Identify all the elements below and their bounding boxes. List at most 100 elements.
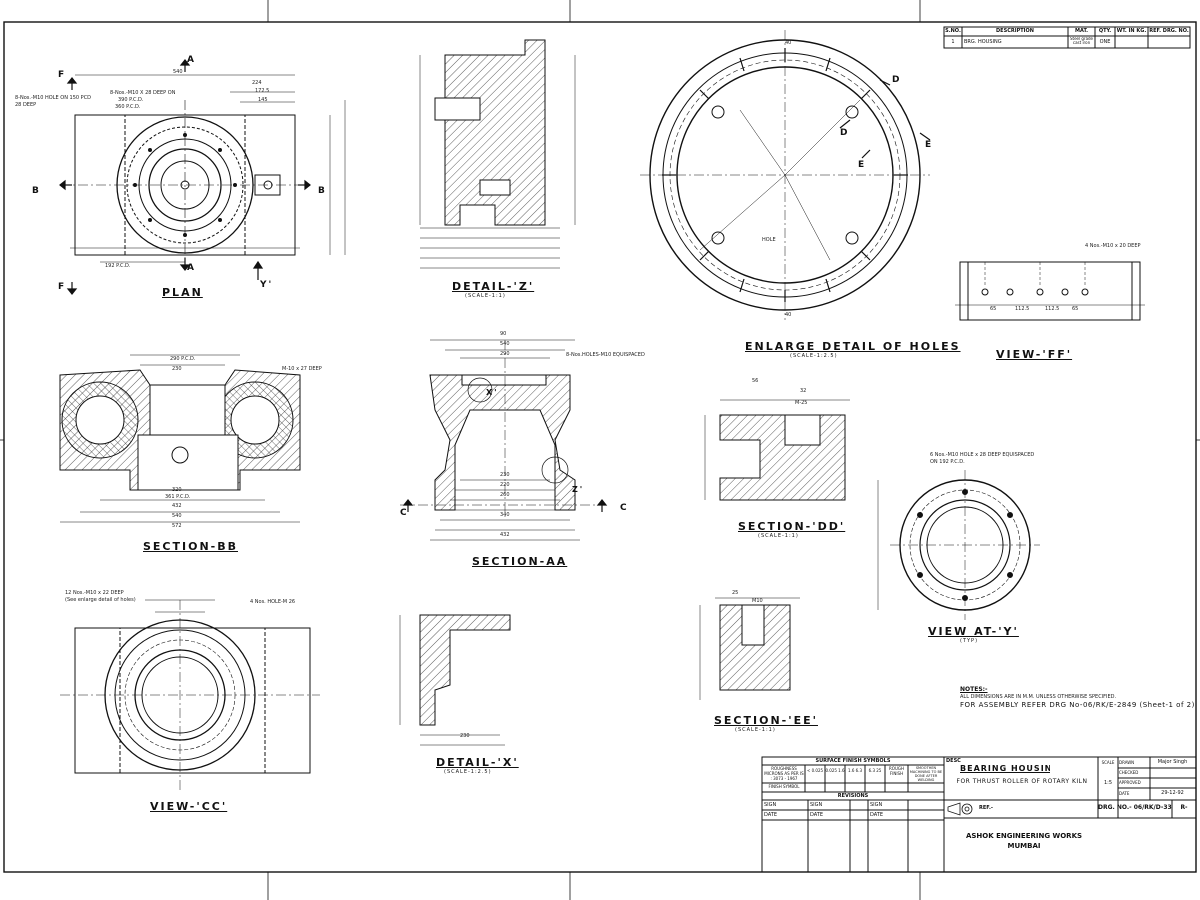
parts-hdr-ref: REF. DRG. NO.: [1149, 28, 1189, 34]
section-arrows: [59, 59, 931, 512]
parts-hdr-sno: S.NO.: [945, 28, 961, 34]
marker-f-bottom: F: [58, 282, 67, 292]
projection-symbol: [947, 802, 973, 816]
enlarge-hole-note: HOLE: [762, 237, 776, 243]
tb-scale-label: SCALE: [1101, 760, 1115, 765]
parts-list-frame: [943, 26, 1191, 49]
tb-desc-label: DESC: [946, 758, 961, 764]
section-dd-scale: (SCALE-1:1): [758, 533, 799, 539]
section-aa-view: [400, 339, 605, 541]
view-cc: [60, 599, 320, 790]
dim-plan-145: 145: [258, 97, 268, 103]
detail-z-scale: (SCALE-1:1): [465, 293, 506, 299]
parts-row-desc: BRG. HOUSING: [964, 39, 1002, 45]
dim-plan-360pcd: 360 P.C.D.: [115, 104, 141, 110]
surface-col-1: < 0.025: [806, 768, 824, 773]
rev-sign-2: SIGN: [810, 802, 823, 808]
dim-aa-540: 540: [500, 341, 510, 347]
tb-drawn-label: DRAWN: [1119, 760, 1135, 765]
parts-hdr-desc: DESCRIPTION: [996, 28, 1034, 34]
rev-date-3: DATE: [870, 812, 884, 818]
plan-pcd-note: 390 P.C.D.: [118, 97, 144, 103]
surface-col-3: 1.6 6.3: [848, 768, 862, 773]
parts-hdr-mat: MAT.: [1074, 28, 1088, 34]
view-ff-holes-note: 4 Nos.-M10 x 20 DEEP: [1085, 243, 1141, 249]
detail-x-title: DETAIL-'X': [436, 756, 519, 769]
view-ff: [955, 261, 1145, 321]
section-bb-title: SECTION-BB: [143, 540, 238, 553]
view-y-holes-note: 6 Nos.-M10 HOLE x 28 DEEP EQUISPACED: [930, 452, 1035, 458]
view-y-pcd-note: ON 192 P.C.D.: [930, 459, 965, 465]
tb-rev: R-: [1180, 804, 1188, 811]
plan-bolt-holes: [133, 133, 237, 237]
dim-x-230: 230: [460, 733, 470, 739]
marker-x: X': [486, 388, 499, 397]
rev-sign-1: SIGN: [764, 802, 777, 808]
section-ee-title: SECTION-'EE': [714, 714, 818, 727]
view-y: [877, 470, 1040, 620]
section-dd-title: SECTION-'DD': [738, 520, 846, 533]
enlarge-title: ENLARGE DETAIL OF HOLES: [745, 340, 961, 353]
dim-enlarge-40: 40: [785, 40, 792, 46]
surface-col-4: 6.3 25: [868, 768, 882, 773]
surface-col-6: SMOOTHEN MACHINING TO BE DONE AFTER WELD…: [909, 766, 943, 782]
tb-title: BEARING HOUSING: [960, 764, 1050, 773]
marker-c-right: C: [620, 503, 629, 513]
section-ee-view: [699, 597, 800, 700]
surface-roughness: ROUGHNESS MICRONS AS PER IS : 3073 - 196…: [764, 766, 804, 781]
rev-date-1: DATE: [764, 812, 778, 818]
dim-plan-224: 224: [252, 80, 262, 86]
tb-approved-label: APPROVED: [1119, 780, 1141, 785]
tb-city: MUMBAI: [1007, 842, 1041, 850]
marker-d-top: D: [892, 75, 902, 85]
dim-aa-340: 340: [500, 512, 510, 518]
marker-b-right: B: [318, 186, 327, 196]
dim-dd-32: 32: [800, 388, 807, 394]
section-bb-view: [59, 354, 301, 523]
dim-dd-56: 56: [752, 378, 759, 384]
notes-line2: FOR ASSEMBLY REFER DRG No-06/RK/E-2849 (…: [960, 701, 1195, 709]
detail-x-scale: (SCALE-1:2.5): [444, 769, 492, 775]
dim-bb-290: 290 P.C.D.: [170, 356, 196, 362]
marker-e-bottom: E: [858, 160, 867, 170]
dim-plan-192pcd: 192 P.C.D.: [105, 263, 131, 269]
notes-line1: ALL DIMENSIONS ARE IN M.M. UNLESS OTHERW…: [960, 694, 1117, 700]
dim-plan-172: 172.5: [255, 88, 270, 94]
tb-ref-label: REF.-: [979, 805, 993, 811]
dim-bb-572: 572: [172, 523, 182, 529]
dim-bb-432: 432: [172, 503, 182, 509]
dim-aa-290: 290: [500, 351, 510, 357]
view-y-title: VIEW AT-'Y': [928, 625, 1019, 638]
dim-enlarge-40b: 40: [785, 312, 792, 318]
dim-ff-112b: 112.5: [1045, 306, 1060, 312]
dim-ee-25: 25: [732, 590, 739, 596]
marker-c-left: C: [400, 508, 409, 518]
dim-bb-320: 320: [172, 487, 182, 493]
surface-col-2: 0.025 1.6: [825, 768, 845, 773]
detail-z-title: DETAIL-'Z': [452, 280, 535, 293]
enlarge-detail-view: [640, 30, 930, 320]
marker-b-left: B: [32, 186, 41, 196]
tb-drawn-by: Major Singh: [1157, 759, 1188, 765]
dim-bb-230: 230: [172, 366, 182, 372]
rev-date-2: DATE: [810, 812, 824, 818]
plan-view: [60, 74, 346, 270]
notes-heading: NOTES:-: [960, 686, 988, 693]
aa-holes-note: 8-Nos.HOLES-M10 EQUISPACED: [566, 352, 645, 358]
dim-aa-230: 230: [500, 472, 510, 478]
dim-aa-90: 90: [500, 331, 507, 337]
view-y-scale: (TYP): [960, 638, 979, 644]
view-ff-title: VIEW-'FF': [996, 348, 1073, 361]
dim-dd-m25: M-25: [795, 400, 808, 406]
marker-a-top: A: [187, 55, 196, 65]
detail-x-view: [399, 614, 511, 746]
marker-e-top: E: [925, 140, 934, 150]
tb-drg-no: DRG. NO.- 06/RK/D-3305: [1098, 804, 1172, 811]
section-dd-view: [704, 399, 850, 501]
enlarge-radial-holes: [662, 48, 908, 302]
revisions-label: REVISIONS: [837, 793, 869, 799]
plan-m10-note: 8-Nos.-M10 X 28 DEEP ON: [110, 90, 176, 96]
dim-ff-65b: 65: [1072, 306, 1079, 312]
